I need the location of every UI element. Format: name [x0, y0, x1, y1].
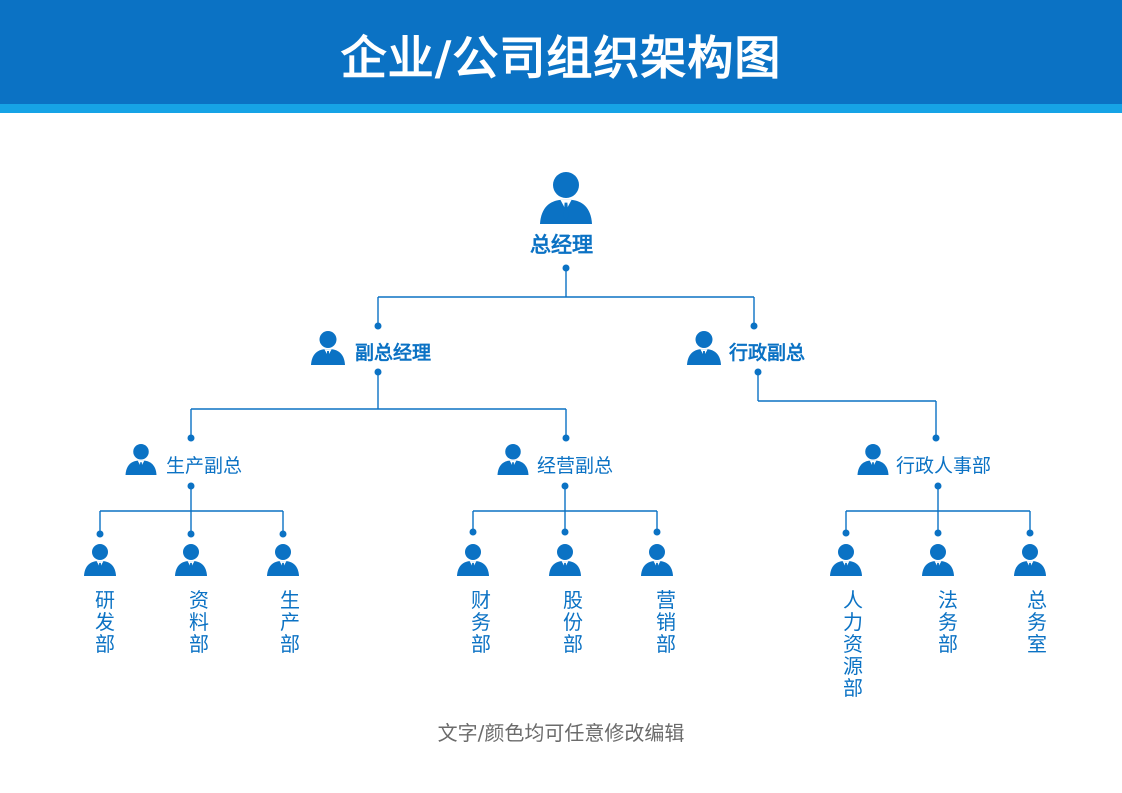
node-deputy-general-manager: 副总经理	[355, 342, 432, 364]
connector-dot	[934, 529, 942, 537]
node-admin-hr: 行政人事部	[896, 455, 992, 477]
person-icon	[1014, 544, 1046, 576]
connector-dot	[279, 530, 287, 538]
header-bar	[0, 0, 1122, 104]
node-admin-vp: 行政副总	[729, 342, 806, 364]
person-icon	[857, 444, 889, 475]
connector-lines	[99, 268, 1031, 534]
dept-marketing: 营销部	[656, 588, 676, 656]
connector-dots	[96, 264, 1034, 538]
person-icon	[497, 444, 529, 475]
dept-production: 生产部	[280, 588, 300, 656]
connector-dot	[562, 434, 570, 442]
person-icon	[549, 544, 581, 576]
dept-legal: 法务部	[938, 588, 958, 656]
node-production-vp: 生产副总	[166, 455, 243, 477]
connector-dot	[374, 322, 382, 330]
connector-dot	[561, 482, 569, 490]
connector-dot	[187, 434, 195, 442]
page-title: 企业/公司组织架构图	[340, 31, 782, 85]
person-icon	[922, 544, 954, 576]
dept-finance: 财务部	[471, 588, 491, 656]
person-icon	[687, 331, 721, 365]
person-icon	[311, 331, 345, 365]
person-icon	[641, 544, 673, 576]
person-icon	[84, 544, 116, 576]
connector-dot	[187, 530, 195, 538]
connector-dot	[561, 528, 569, 536]
connector-dot	[374, 368, 382, 376]
connector-dot	[469, 528, 477, 536]
dept-rnd: 研发部	[95, 588, 115, 656]
connector-dot	[96, 530, 104, 538]
footer-note: 文字/颜色均可任意修改编辑	[437, 721, 685, 745]
connector-dot	[562, 264, 570, 272]
connector-dot	[1026, 529, 1034, 537]
dept-data: 资料部	[189, 588, 209, 656]
dept-general-affairs: 总务室	[1027, 588, 1047, 656]
connector-dot	[653, 528, 661, 536]
connector-dot	[754, 368, 762, 376]
dept-shares: 股份部	[563, 588, 583, 656]
connector-dot	[187, 482, 195, 490]
connector-dot	[842, 529, 850, 537]
dept-hr: 人力资源部	[843, 588, 863, 700]
header-stripe	[0, 104, 1122, 113]
person-icon	[175, 544, 207, 576]
person-icon	[125, 444, 157, 475]
connector-dot	[750, 322, 758, 330]
node-general-manager: 总经理	[530, 233, 593, 257]
person-icon	[267, 544, 299, 576]
connector-dot	[934, 482, 942, 490]
node-business-vp: 经营副总	[537, 455, 614, 477]
person-icon	[830, 544, 862, 576]
person-icon	[457, 544, 489, 576]
person-icon	[540, 172, 592, 224]
connector-dot	[932, 434, 940, 442]
